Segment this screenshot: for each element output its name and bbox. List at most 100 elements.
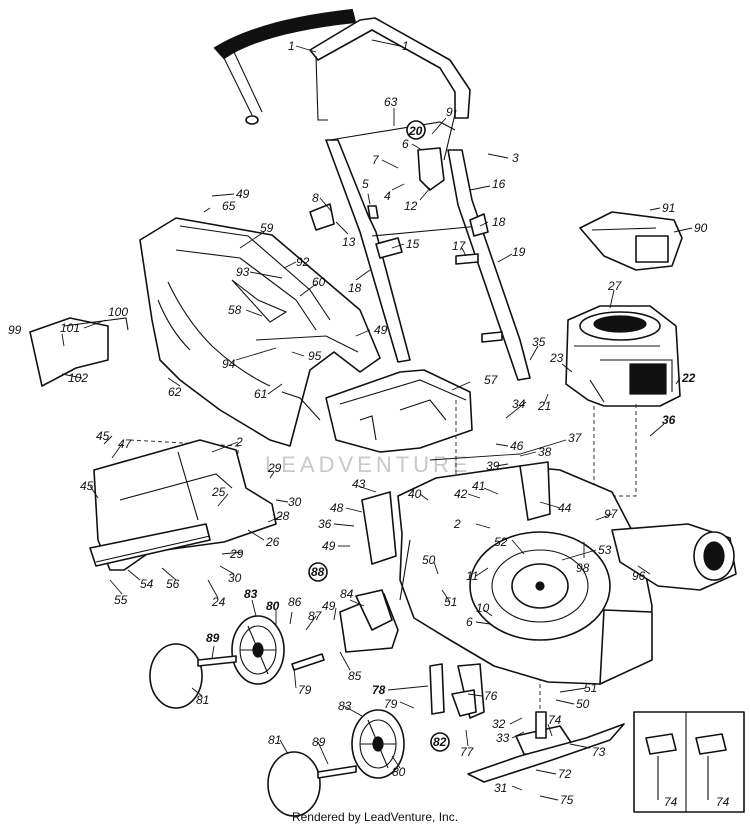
callout-89: 89 <box>312 735 326 749</box>
callout-56: 56 <box>166 577 180 591</box>
callout-5: 5 <box>362 177 369 191</box>
handle-grip <box>213 8 357 125</box>
callout-49: 49 <box>374 323 388 337</box>
alternate-blade-adapter-inset <box>633 711 745 813</box>
grass-catcher-bag <box>139 217 381 447</box>
callout-52: 52 <box>494 535 508 549</box>
callout-36: 36 <box>662 413 676 427</box>
callout-99: 99 <box>8 323 22 337</box>
callout-42: 42 <box>454 487 468 501</box>
callout-23: 23 <box>549 351 564 365</box>
callout-74: 74 <box>664 795 678 809</box>
callout-77: 77 <box>460 745 475 759</box>
callout-22: 22 <box>681 371 696 385</box>
callout-57: 57 <box>484 373 499 387</box>
callout-41: 41 <box>472 479 485 493</box>
callout-83: 83 <box>244 587 258 601</box>
callout-6: 6 <box>402 137 409 151</box>
callout-60: 60 <box>312 275 326 289</box>
callout-39: 39 <box>486 459 500 473</box>
callout-8: 8 <box>312 191 319 205</box>
callout-29: 29 <box>267 461 282 475</box>
callout-51: 51 <box>584 681 597 695</box>
callout-45: 45 <box>96 429 110 443</box>
callout-37: 37 <box>568 431 583 445</box>
assembly-line-chute <box>129 439 239 490</box>
callout-85: 85 <box>348 669 362 683</box>
callout-74: 74 <box>548 713 562 727</box>
callout-15: 15 <box>406 237 420 251</box>
callout-96: 96 <box>632 569 646 583</box>
engine <box>565 305 681 407</box>
callout-2: 2 <box>235 435 243 449</box>
wheel-front <box>231 615 285 685</box>
callout-34: 34 <box>512 397 526 411</box>
callout-25: 25 <box>211 485 226 499</box>
callout-55: 55 <box>114 593 128 607</box>
callout-92: 92 <box>296 255 310 269</box>
callout-61: 61 <box>254 387 267 401</box>
callout-20: 20 <box>408 124 423 138</box>
callout-1: 1 <box>402 39 409 53</box>
callout-28: 28 <box>275 509 290 523</box>
callout-63: 63 <box>384 95 398 109</box>
callout-79: 79 <box>384 697 398 711</box>
callout-9: 9 <box>446 105 453 119</box>
callout-53: 53 <box>598 543 612 557</box>
side-discharge-chute <box>89 439 277 571</box>
callout-100: 100 <box>108 305 128 319</box>
callout-11: 11 <box>466 569 478 583</box>
drive-belt-lever <box>429 663 485 719</box>
watermark: LEADVENTURE <box>265 452 472 477</box>
callout-82-circle <box>430 732 450 752</box>
callout-50: 50 <box>576 697 590 711</box>
callout-30: 30 <box>288 495 302 509</box>
callout-27: 27 <box>607 279 623 293</box>
callout-6: 6 <box>466 615 473 629</box>
callout-35: 35 <box>532 335 546 349</box>
callout-30: 30 <box>228 571 242 585</box>
mower-deck <box>397 465 653 685</box>
callout-45: 45 <box>80 479 94 493</box>
callout-12: 12 <box>404 199 418 213</box>
callout-labels: 1 1 63 9 20 6 3 7 4 12 16 49 65 8 5 13 1… <box>8 39 730 809</box>
callout-93: 93 <box>236 265 250 279</box>
callout-21: 21 <box>537 399 551 413</box>
callout-79: 79 <box>298 683 312 697</box>
callout-17: 17 <box>452 239 467 253</box>
callout-51: 51 <box>444 595 457 609</box>
wheel-bolts <box>197 653 357 779</box>
height-adjuster-brackets <box>339 461 551 653</box>
callout-88-circle <box>308 562 328 582</box>
callout-89: 89 <box>206 631 220 645</box>
callout-49: 49 <box>322 599 336 613</box>
callout-90: 90 <box>694 221 708 235</box>
callout-80: 80 <box>266 599 280 613</box>
mulching-plug <box>611 523 737 591</box>
callout-54: 54 <box>140 577 154 591</box>
callout-75: 75 <box>560 793 574 807</box>
rear-door-deflector <box>325 369 473 453</box>
callout-47: 47 <box>118 437 133 451</box>
callout-87: 87 <box>308 609 323 623</box>
callout-65: 65 <box>222 199 236 213</box>
callout-98: 98 <box>576 561 590 575</box>
callout-95: 95 <box>308 349 322 363</box>
wheel-rear <box>351 709 405 779</box>
callout-59: 59 <box>260 221 274 235</box>
callout-2: 2 <box>453 517 461 531</box>
callout-81: 81 <box>268 733 281 747</box>
callout-72: 72 <box>558 767 572 781</box>
callout-26: 26 <box>265 535 280 549</box>
lower-handle <box>325 121 531 381</box>
callout-73: 73 <box>592 745 606 759</box>
callout-24: 24 <box>211 595 226 609</box>
callout-48: 48 <box>330 501 344 515</box>
leader-lines <box>61 39 693 801</box>
callout-84: 84 <box>340 587 354 601</box>
callout-49: 49 <box>236 187 250 201</box>
callout-86: 86 <box>288 595 302 609</box>
callout-76: 76 <box>484 689 498 703</box>
footer-credit: Rendered by LeadVenture, Inc. <box>291 810 459 824</box>
